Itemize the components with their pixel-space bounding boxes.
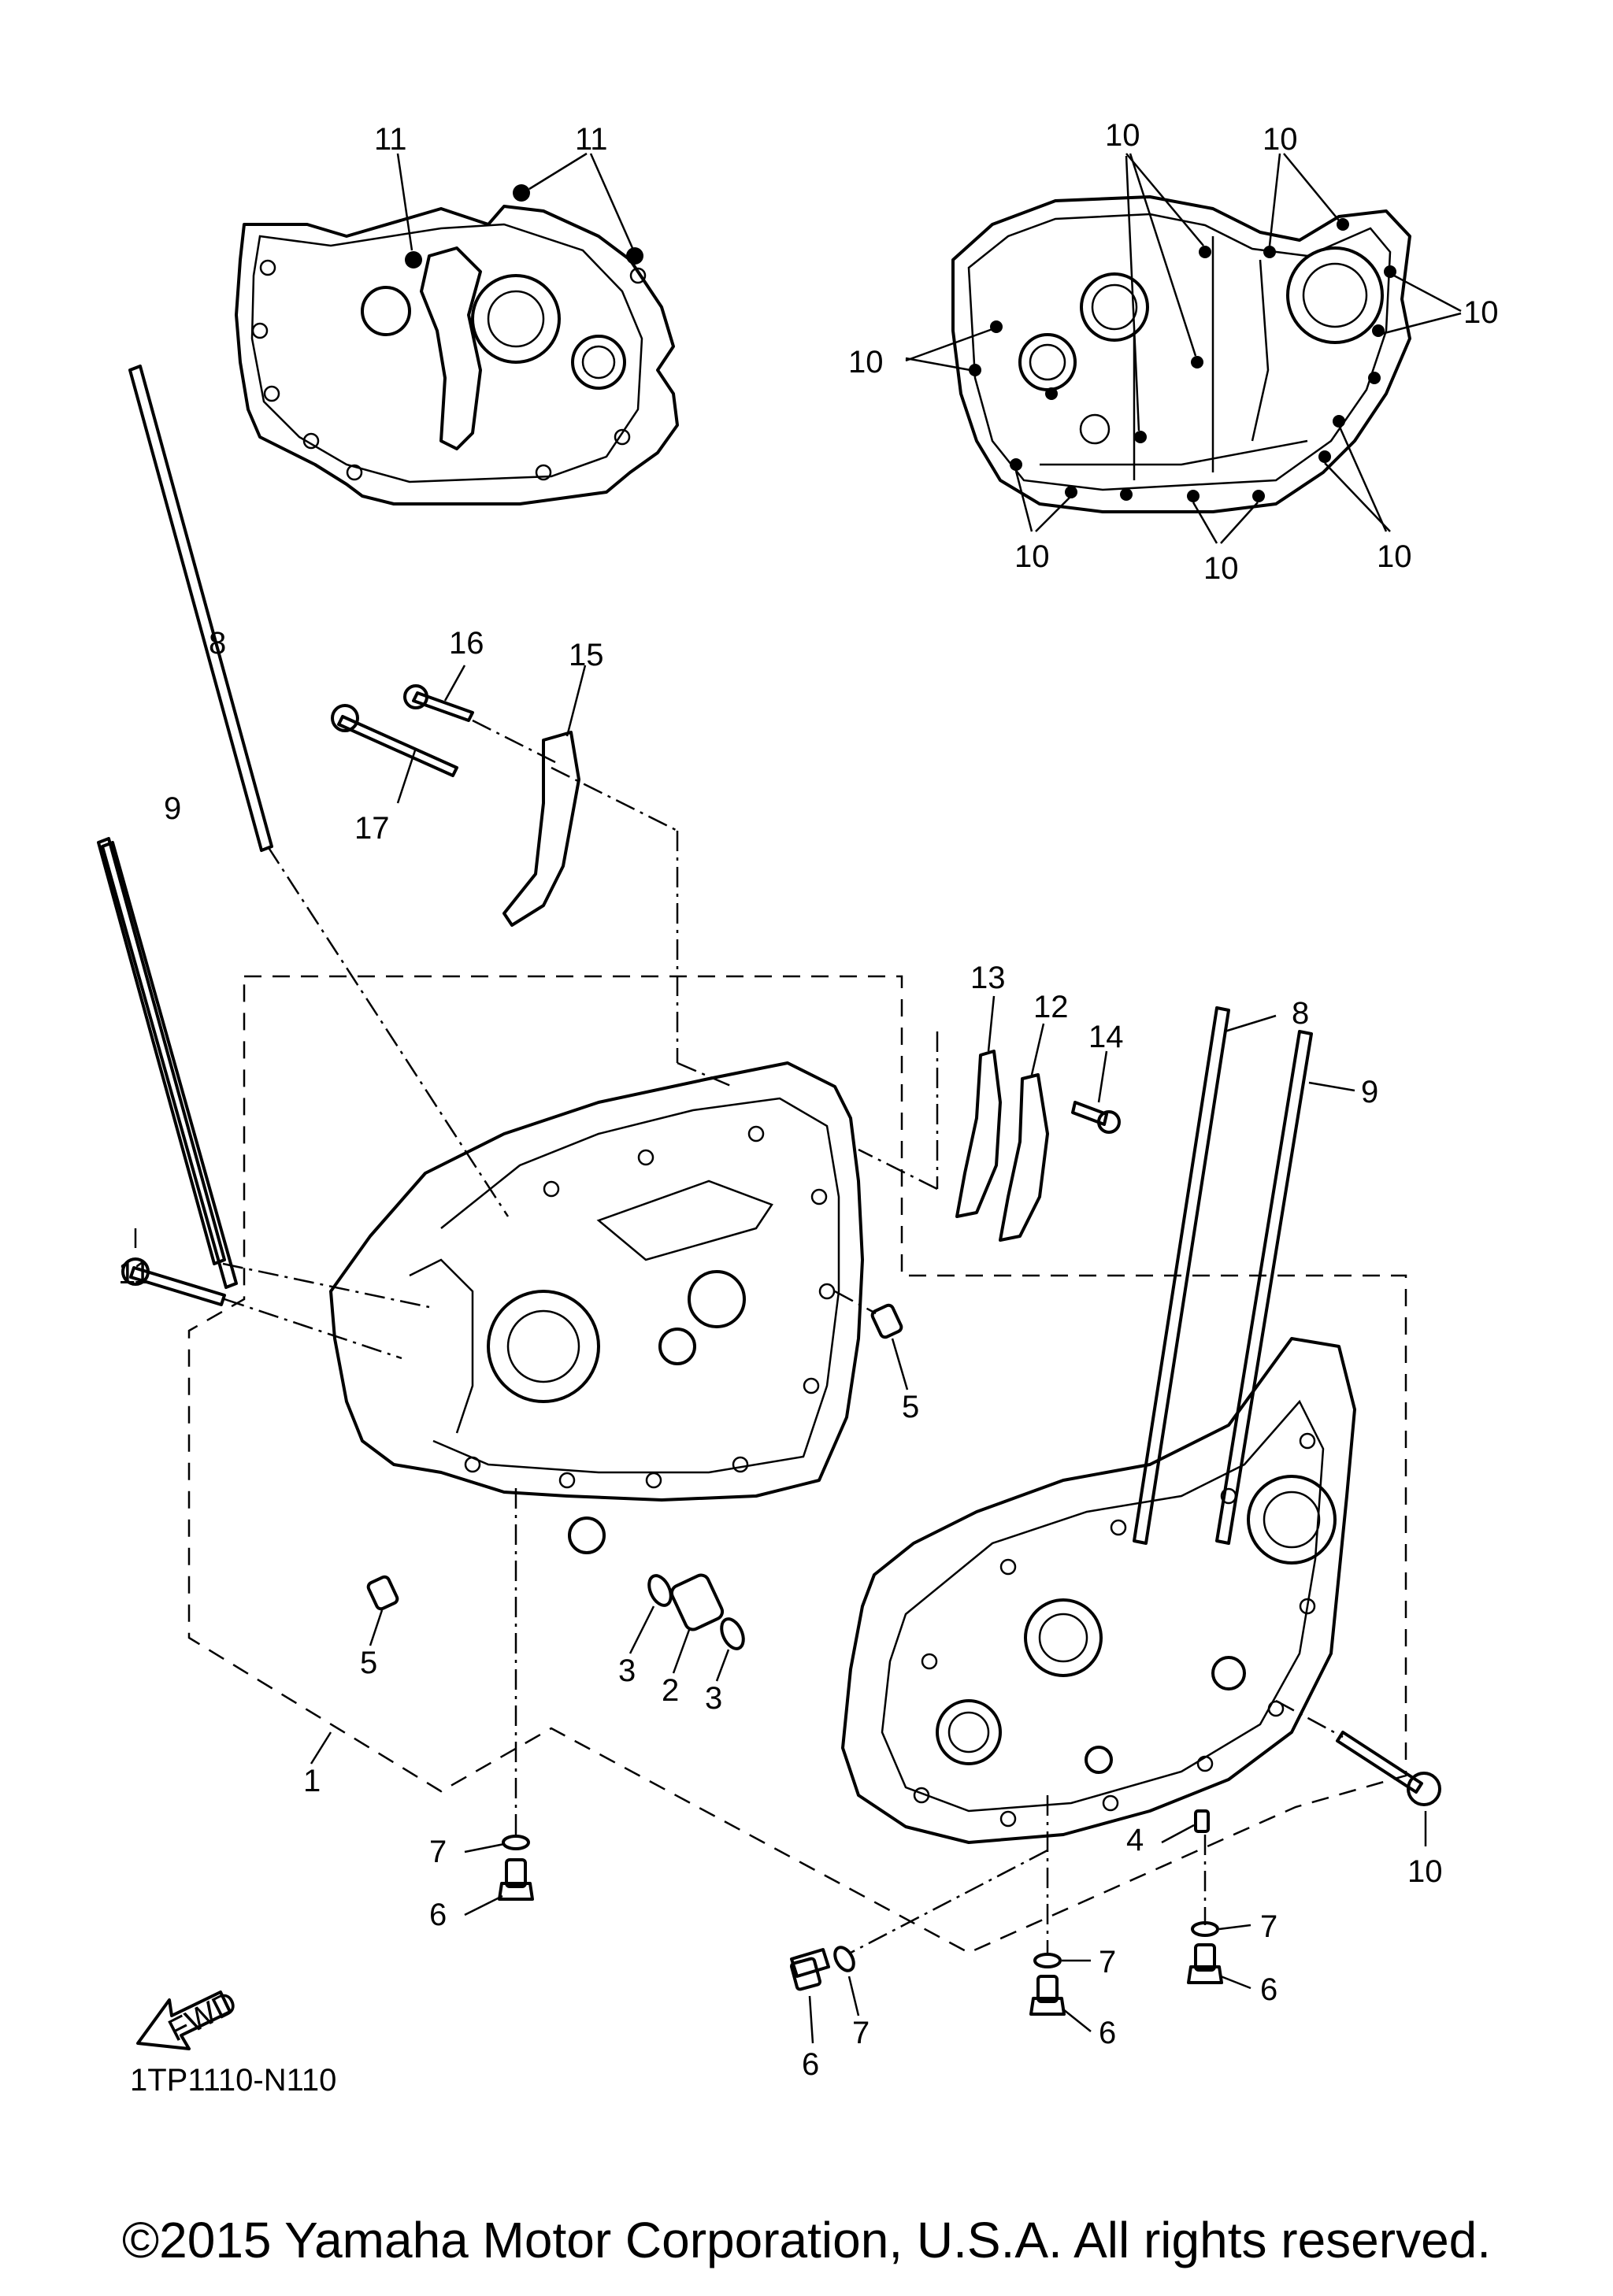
callout-6: 6 — [1099, 2016, 1116, 2050]
callout-10: 10 — [1463, 295, 1499, 330]
crankcase-left-view — [235, 152, 679, 505]
callout-6: 6 — [429, 1898, 447, 1932]
callout-5: 5 — [360, 1646, 377, 1680]
fwd-label: FWD — [163, 1985, 243, 2049]
bolt-11-mid — [121, 1228, 402, 1360]
callout-10: 10 — [1377, 539, 1412, 574]
crankcase-right-view — [905, 153, 1462, 544]
drain-bolts-washers — [464, 1488, 1251, 2044]
forward-direction-arrow: FWD — [136, 1985, 243, 2050]
callout-17: 17 — [354, 811, 390, 846]
callout-5: 5 — [902, 1390, 919, 1424]
callout-10: 10 — [1203, 551, 1239, 586]
callout-7: 7 — [429, 1835, 447, 1869]
callout-11: 11 — [575, 122, 608, 157]
callout-16: 16 — [449, 626, 484, 661]
assembly-1-outline — [187, 975, 1407, 1954]
callout-6: 6 — [1260, 1972, 1277, 2007]
callout-9: 9 — [1361, 1075, 1378, 1109]
callout-11: 11 — [374, 122, 407, 157]
callout-10: 10 — [1407, 1854, 1443, 1889]
callout-7: 7 — [852, 2016, 870, 2050]
callout-1: 1 — [303, 1764, 321, 1798]
callout-7: 7 — [1260, 1909, 1277, 1944]
callout-15: 15 — [569, 638, 604, 672]
callout-3: 3 — [618, 1653, 636, 1688]
dowels-bushing-orings — [366, 1290, 909, 1682]
stud-bolts-left — [97, 365, 510, 1309]
upper-bolts-and-plate — [331, 665, 733, 1088]
callout-13: 13 — [970, 961, 1006, 995]
crankcase-main-right — [841, 1337, 1356, 1844]
callout-6: 6 — [802, 2047, 819, 2082]
diagram-code: 1TP1110-N110 — [130, 2063, 337, 2098]
callout-3: 3 — [705, 1681, 722, 1716]
callout-10: 10 — [1014, 539, 1050, 574]
callout-10: 10 — [848, 345, 884, 380]
callout-8: 8 — [1292, 996, 1309, 1031]
callout-14: 14 — [1088, 1020, 1124, 1054]
copyright-notice: ©2015 Yamaha Motor Corporation, U.S.A. A… — [121, 2212, 1492, 2268]
callout-8: 8 — [209, 626, 226, 661]
crankcase-main-left — [329, 1061, 864, 1554]
callout-9: 9 — [164, 791, 181, 826]
stud-bolts-right — [1133, 1006, 1355, 1545]
callout-11: 11 — [118, 1256, 151, 1291]
bolt-10-lower — [1275, 1699, 1441, 1846]
callout-4: 4 — [1126, 1823, 1144, 1857]
callout-10: 10 — [1105, 118, 1140, 153]
plates-12-13-bolt-14 — [858, 995, 1121, 1242]
callout-7: 7 — [1099, 1945, 1116, 1979]
callout-10: 10 — [1263, 122, 1298, 157]
callout-labels: 11 11 10 10 10 10 10 10 10 8 9 16 15 17 … — [118, 118, 1499, 2082]
callout-2: 2 — [662, 1673, 679, 1708]
callout-12: 12 — [1033, 990, 1069, 1024]
